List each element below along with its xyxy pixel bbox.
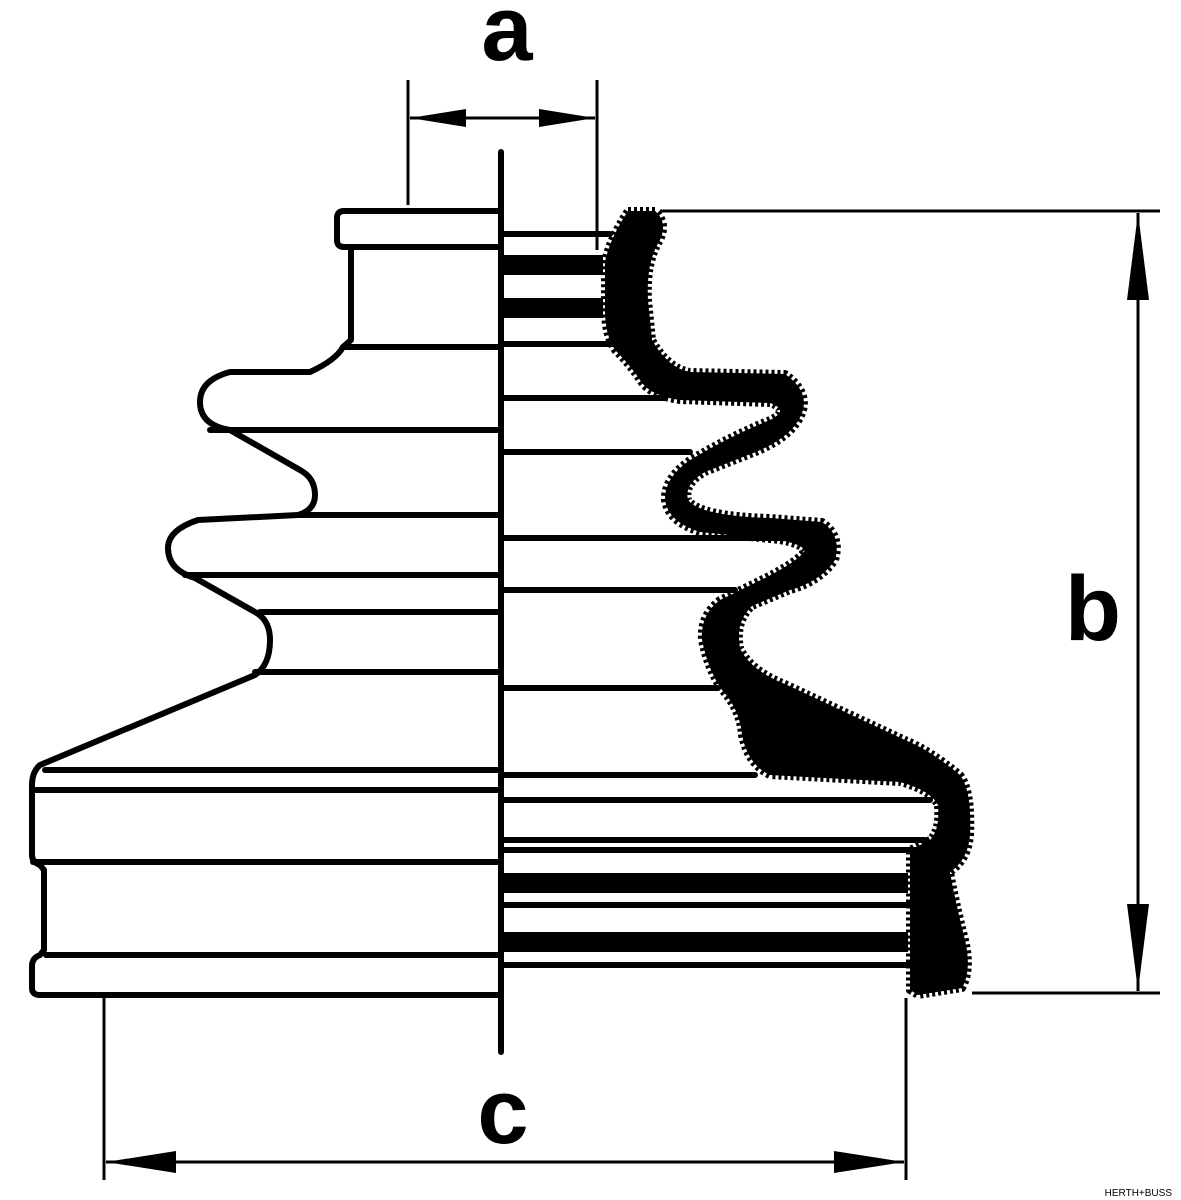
dim-b-arrow-top	[1127, 213, 1149, 300]
credit-text: HERTH+BUSS	[1105, 1188, 1173, 1199]
dim-a-arrow-left	[410, 109, 466, 127]
dim-a-arrow-right	[539, 109, 595, 127]
dim-c-arrow-left	[106, 1151, 176, 1173]
dim-label-b: b	[1065, 558, 1121, 660]
boot-right-section-lines	[498, 231, 933, 968]
clamp-bands	[503, 255, 908, 952]
dim-b-arrow-bottom	[1127, 904, 1149, 991]
dim-label-a: a	[481, 0, 533, 80]
boot-wall-section	[601, 207, 975, 999]
boot-left-section-lines	[30, 244, 504, 958]
boot-left-outline	[29, 208, 504, 998]
dim-label-c: c	[477, 1061, 528, 1163]
dim-c-arrow-right	[834, 1151, 904, 1173]
